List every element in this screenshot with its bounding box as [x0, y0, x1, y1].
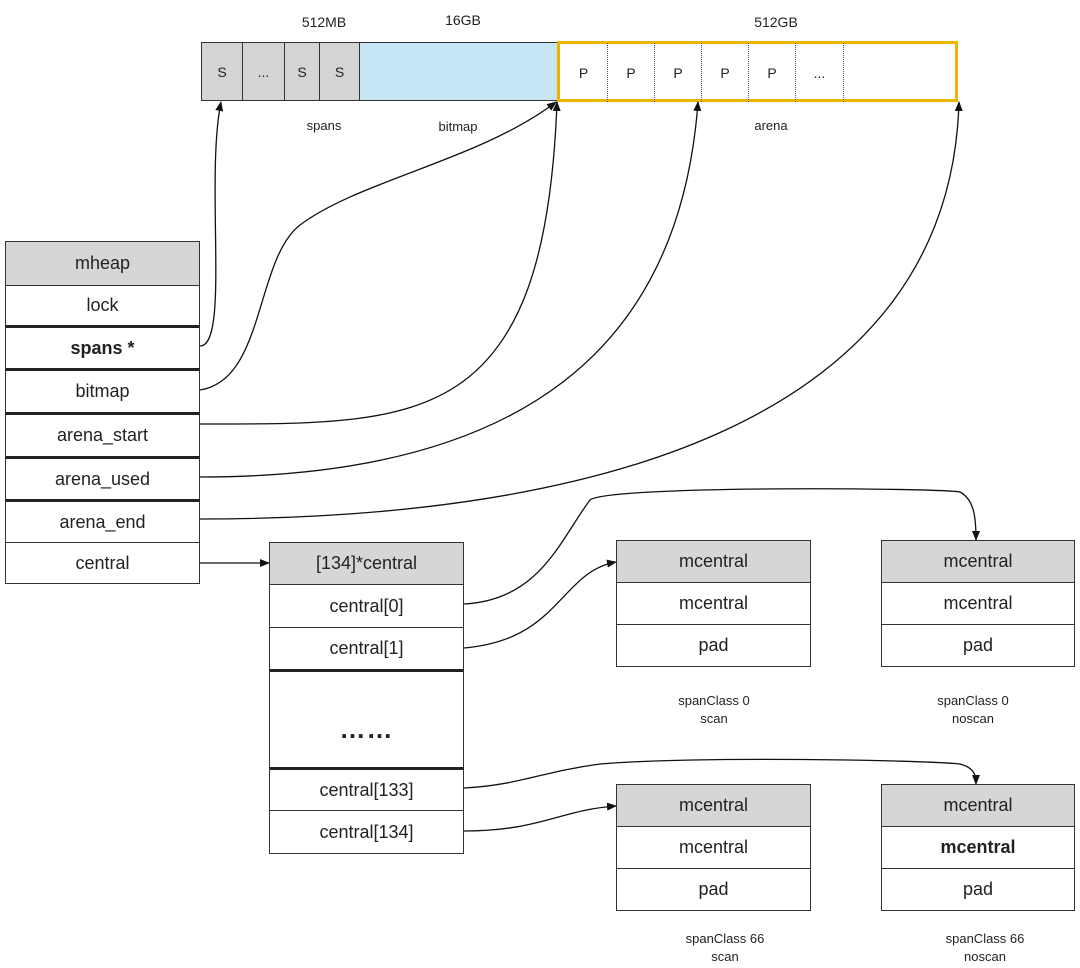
arena-region: P P P P P ... — [557, 41, 958, 102]
mcentral-caption: spanClass 66 scan — [645, 930, 805, 966]
mcentral-row: pad — [616, 868, 811, 911]
arrow-central-1 — [463, 559, 617, 649]
caption-spanclass: spanClass 0 — [937, 693, 1009, 708]
mheap-field-spans: spans * — [5, 325, 200, 369]
caption-scan-type: noscan — [964, 949, 1006, 964]
caption-spanclass: spanClass 66 — [685, 931, 765, 946]
arrow-spans — [199, 101, 224, 347]
mcentral-caption: spanClass 66 noscan — [905, 930, 1065, 966]
arrow-arena-used — [199, 101, 702, 478]
arrow-central-133 — [463, 758, 980, 789]
mcentral-title: mcentral — [616, 540, 811, 583]
caption-scan-type: noscan — [952, 711, 994, 726]
mheap-title: mheap — [5, 241, 200, 286]
mcentral-caption: spanClass 0 noscan — [893, 692, 1053, 728]
central-array-row: central[0] — [269, 584, 464, 628]
arena-size-label: 512GB — [754, 14, 798, 30]
caption-spanclass: spanClass 66 — [945, 931, 1025, 946]
bitmap-region-label: bitmap — [438, 119, 478, 134]
caption-spanclass: spanClass 0 — [678, 693, 750, 708]
span-cell: S — [319, 42, 360, 101]
arena-region-label: arena — [754, 118, 788, 133]
central-array-row: central[1] — [269, 627, 464, 670]
central-array-title: [134]*central — [269, 542, 464, 585]
caption-scan-type: scan — [700, 711, 728, 726]
mcentral-row: pad — [881, 868, 1075, 911]
caption-scan-type: scan — [711, 949, 739, 964]
arrow-central-134 — [463, 802, 617, 832]
mheap-field-central: central — [5, 542, 200, 584]
spans-size-label: 512MB — [301, 14, 347, 30]
span-cell: ... — [242, 42, 285, 101]
span-cell: S — [284, 42, 320, 101]
page-cell: P — [702, 43, 749, 102]
spans-region-label: spans — [306, 118, 342, 133]
mheap-field-arena-end: arena_end — [5, 499, 200, 543]
central-array-ellipsis: …… — [269, 669, 464, 768]
bitmap-size-label: 16GB — [445, 12, 481, 28]
arrow-arena-end — [199, 101, 963, 520]
mcentral-title: mcentral — [881, 540, 1075, 583]
arrow-arena-start — [199, 101, 561, 425]
mcentral-row: mcentral — [616, 582, 811, 625]
mheap-field-arena-used: arena_used — [5, 456, 200, 500]
central-array-row: central[133] — [269, 767, 464, 811]
mcentral-title: mcentral — [616, 784, 811, 827]
bitmap-region — [359, 42, 558, 101]
arrow-bitmap — [199, 101, 557, 391]
mheap-field-lock: lock — [5, 285, 200, 326]
arrow-central-0 — [463, 488, 980, 605]
page-cell: P — [560, 43, 608, 102]
mcentral-row: mcentral — [881, 582, 1075, 625]
page-cell: P — [749, 43, 796, 102]
page-cell: P — [608, 43, 655, 102]
mcentral-row: mcentral — [616, 826, 811, 869]
central-array-row: central[134] — [269, 810, 464, 854]
mheap-field-arena-start: arena_start — [5, 412, 200, 457]
mcentral-caption: spanClass 0 scan — [634, 692, 794, 728]
page-cell: ... — [796, 43, 844, 102]
page-cell: P — [655, 43, 702, 102]
mcentral-row: pad — [881, 624, 1075, 667]
mcentral-row: pad — [616, 624, 811, 667]
